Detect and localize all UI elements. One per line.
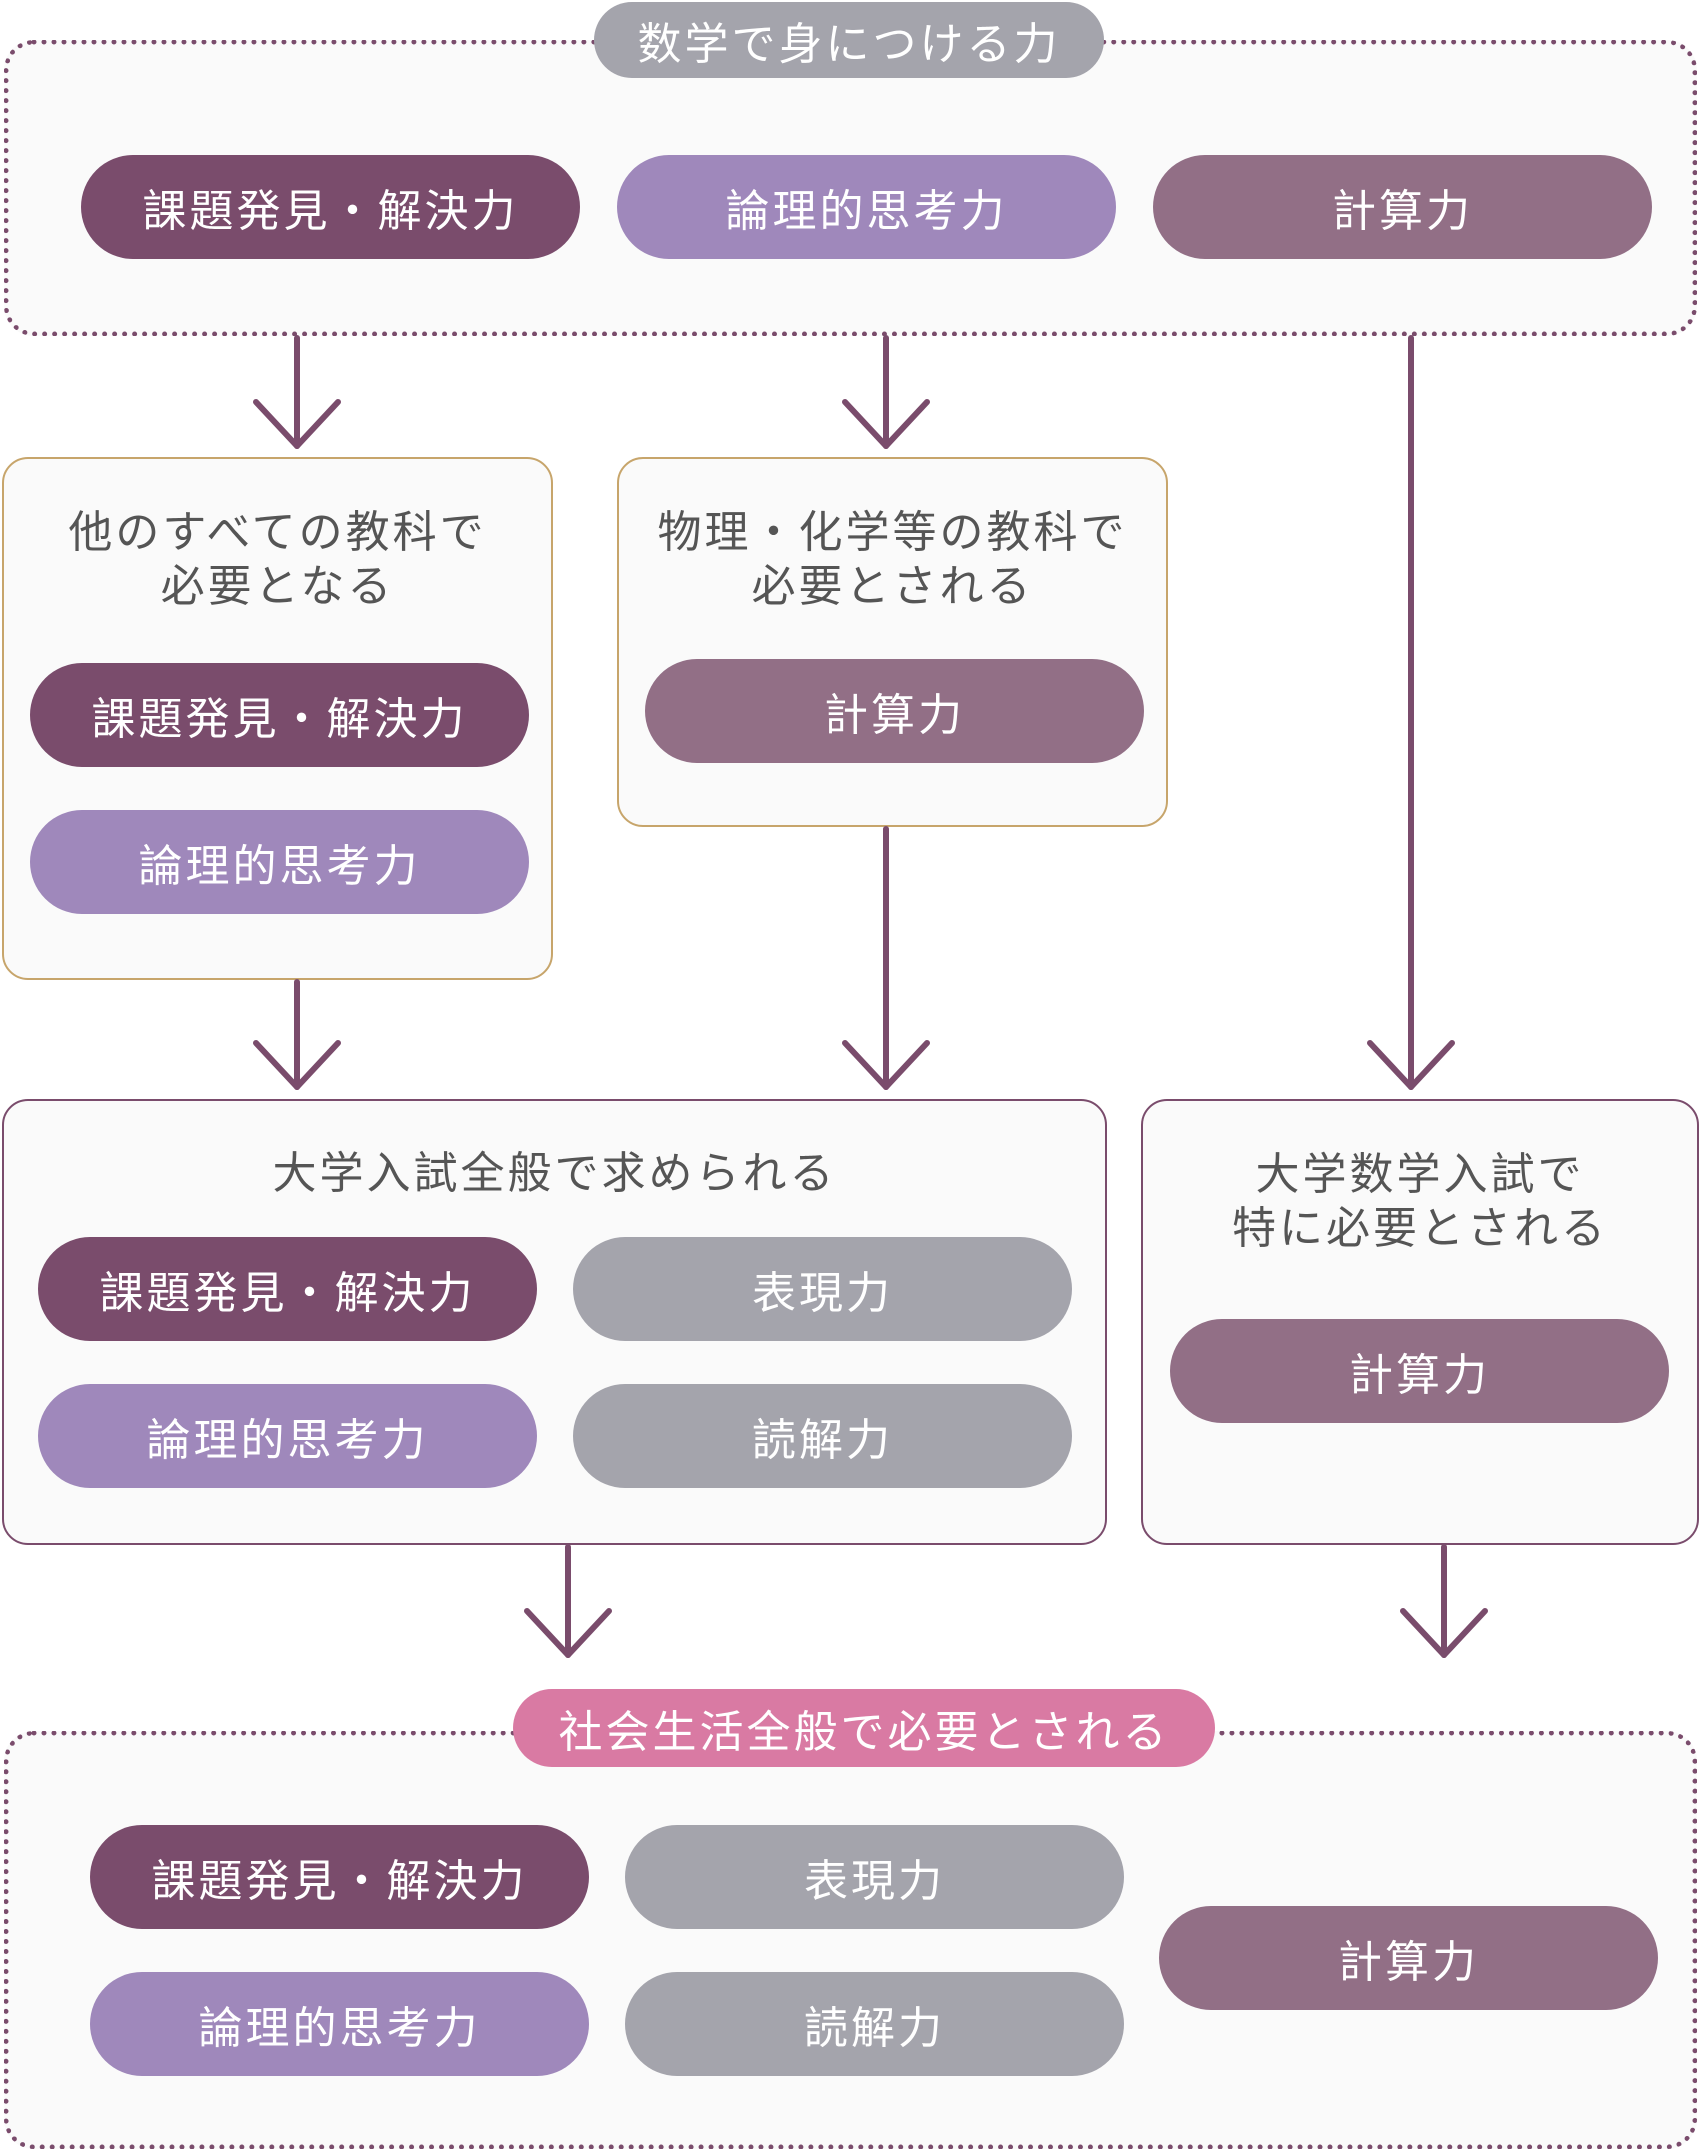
top-pill-logical-thinking: 論理的思考力: [617, 155, 1116, 259]
other-subjects-pill-logical-thinking: 論理的思考力: [30, 810, 529, 914]
math-entrance-pill-calculation: 計算力: [1170, 1319, 1669, 1423]
box-entrance-general-heading: 大学入試全般で求められる: [272, 1148, 837, 1199]
box-science-heading-line2: 必要とされる: [751, 561, 1034, 612]
arrow-top-to-science: [842, 335, 930, 449]
box-math-entrance-heading-line1: 大学数学入試で: [1255, 1149, 1585, 1200]
box-science-subjects: [617, 457, 1168, 827]
arrow-science-to-entrance: [842, 826, 930, 1090]
arrow-other-subjects-to-entrance: [253, 979, 341, 1090]
entrance-pill-logical-thinking: 論理的思考力: [38, 1384, 537, 1488]
box-math-entrance-heading-line2: 特に必要とされる: [1232, 1203, 1608, 1254]
other-subjects-pill-problem-solving: 課題発見・解決力: [30, 663, 529, 767]
arrow-top-to-other-subjects: [253, 335, 341, 449]
top-pill-problem-solving: 課題発見・解決力: [81, 155, 580, 259]
top-pill-calculation: 計算力: [1153, 155, 1652, 259]
science-pill-calculation: 計算力: [645, 659, 1144, 763]
entrance-pill-reading: 読解力: [573, 1384, 1072, 1488]
box-other-subjects-heading-line1: 他のすべての教科で: [68, 507, 487, 558]
bottom-pill-problem-solving: 課題発見・解決力: [90, 1825, 589, 1929]
bottom-tag: 社会生活全般で必要とされる: [513, 1689, 1215, 1767]
box-science-heading-line1: 物理・化学等の教科で: [657, 507, 1128, 558]
arrow-top-to-math-entrance: [1367, 335, 1455, 1090]
arrow-math-entrance-to-society: [1400, 1544, 1488, 1658]
top-tag: 数学で身につける力: [594, 2, 1104, 78]
box-other-subjects-heading-line2: 必要となる: [160, 561, 395, 612]
bottom-pill-calculation: 計算力: [1159, 1906, 1658, 2010]
bottom-pill-expression: 表現力: [625, 1825, 1124, 1929]
entrance-pill-problem-solving: 課題発見・解決力: [38, 1237, 537, 1341]
bottom-pill-logical-thinking: 論理的思考力: [90, 1972, 589, 2076]
bottom-pill-reading: 読解力: [625, 1972, 1124, 2076]
entrance-pill-expression: 表現力: [573, 1237, 1072, 1341]
arrow-entrance-to-society: [524, 1544, 612, 1658]
